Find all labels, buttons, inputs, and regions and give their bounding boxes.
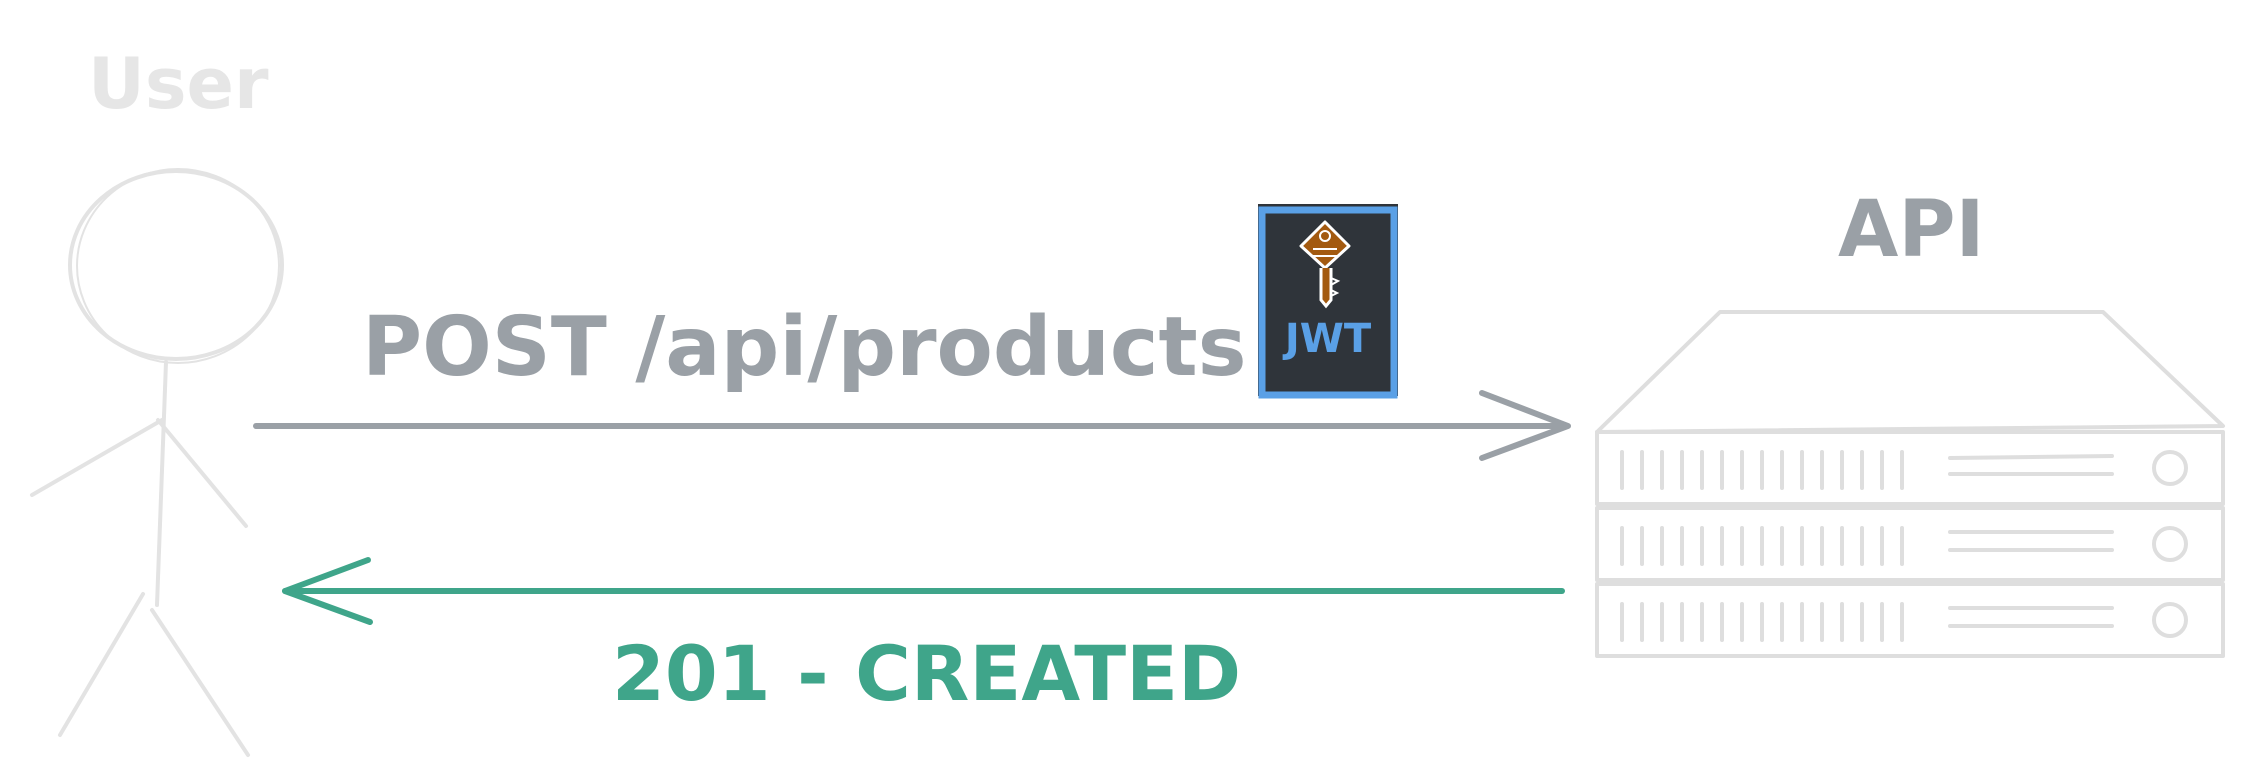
stick-figure-icon (30, 168, 284, 757)
key-icon (1299, 220, 1351, 309)
api-server: API (1595, 185, 2225, 658)
user-label: User (88, 43, 269, 125)
jwt-card-border (1258, 206, 1398, 399)
jwt-label: JWT (1282, 316, 1372, 362)
request-arrow: POST /api/products (253, 300, 1571, 461)
api-label: API (1838, 185, 1985, 275)
request-label: POST /api/products (362, 300, 1247, 395)
request-arrow-head (1479, 390, 1571, 461)
server-icon (1595, 310, 2225, 658)
response-arrow: 201 - CREATED (282, 557, 1565, 718)
user-actor: User (30, 43, 284, 757)
jwt-token-card: JWT (1258, 204, 1398, 399)
response-arrow-head (282, 557, 373, 625)
response-label: 201 - CREATED (612, 629, 1241, 718)
